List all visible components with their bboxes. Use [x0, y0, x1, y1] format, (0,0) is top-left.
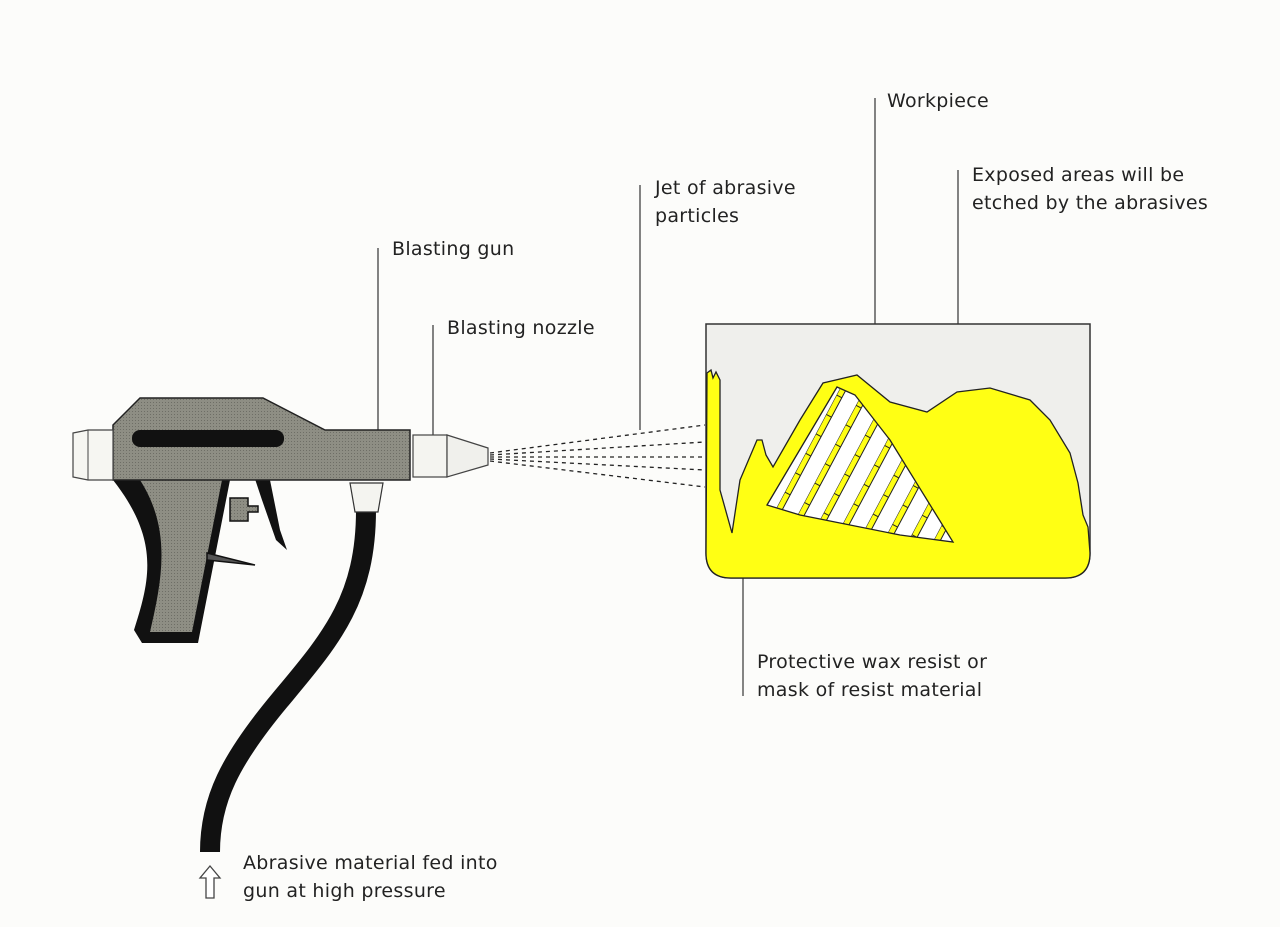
label-protective-line1: Protective wax resist or — [757, 651, 988, 673]
gun-valve — [229, 497, 259, 522]
abrasive-jet — [489, 424, 706, 488]
etched-area — [766, 386, 955, 543]
up-arrow-icon — [198, 864, 222, 899]
label-exposed-line2: etched by the abrasives — [972, 192, 1209, 214]
label-abrasive-line2: gun at high pressure — [243, 880, 446, 902]
label-jet-line2: particles — [655, 205, 740, 227]
gun-rear-cap — [72, 429, 114, 481]
trigger — [252, 470, 287, 550]
gun-handle — [113, 466, 287, 643]
blasting-nozzle — [412, 434, 489, 478]
label-protective-line2: mask of resist material — [757, 679, 983, 701]
label-jet-line1: Jet of abrasive — [655, 177, 796, 199]
label-blasting-nozzle: Blasting nozzle — [447, 317, 595, 339]
hose-connector — [349, 482, 384, 513]
trigger-guard — [206, 552, 256, 566]
label-protective: Protective wax resist or mask of resist … — [757, 648, 987, 704]
label-exposed-line1: Exposed areas will be — [972, 164, 1185, 186]
hose — [200, 509, 376, 853]
gun-slot — [132, 430, 284, 447]
label-exposed: Exposed areas will be etched by the abra… — [972, 161, 1208, 217]
label-abrasive-feed: Abrasive material fed into gun at high p… — [243, 849, 498, 905]
leader-lines — [377, 98, 959, 696]
label-workpiece: Workpiece — [887, 90, 989, 112]
label-abrasive-line1: Abrasive material fed into — [243, 852, 498, 874]
label-blasting-gun: Blasting gun — [392, 238, 515, 260]
label-jet: Jet of abrasive particles — [655, 174, 796, 230]
